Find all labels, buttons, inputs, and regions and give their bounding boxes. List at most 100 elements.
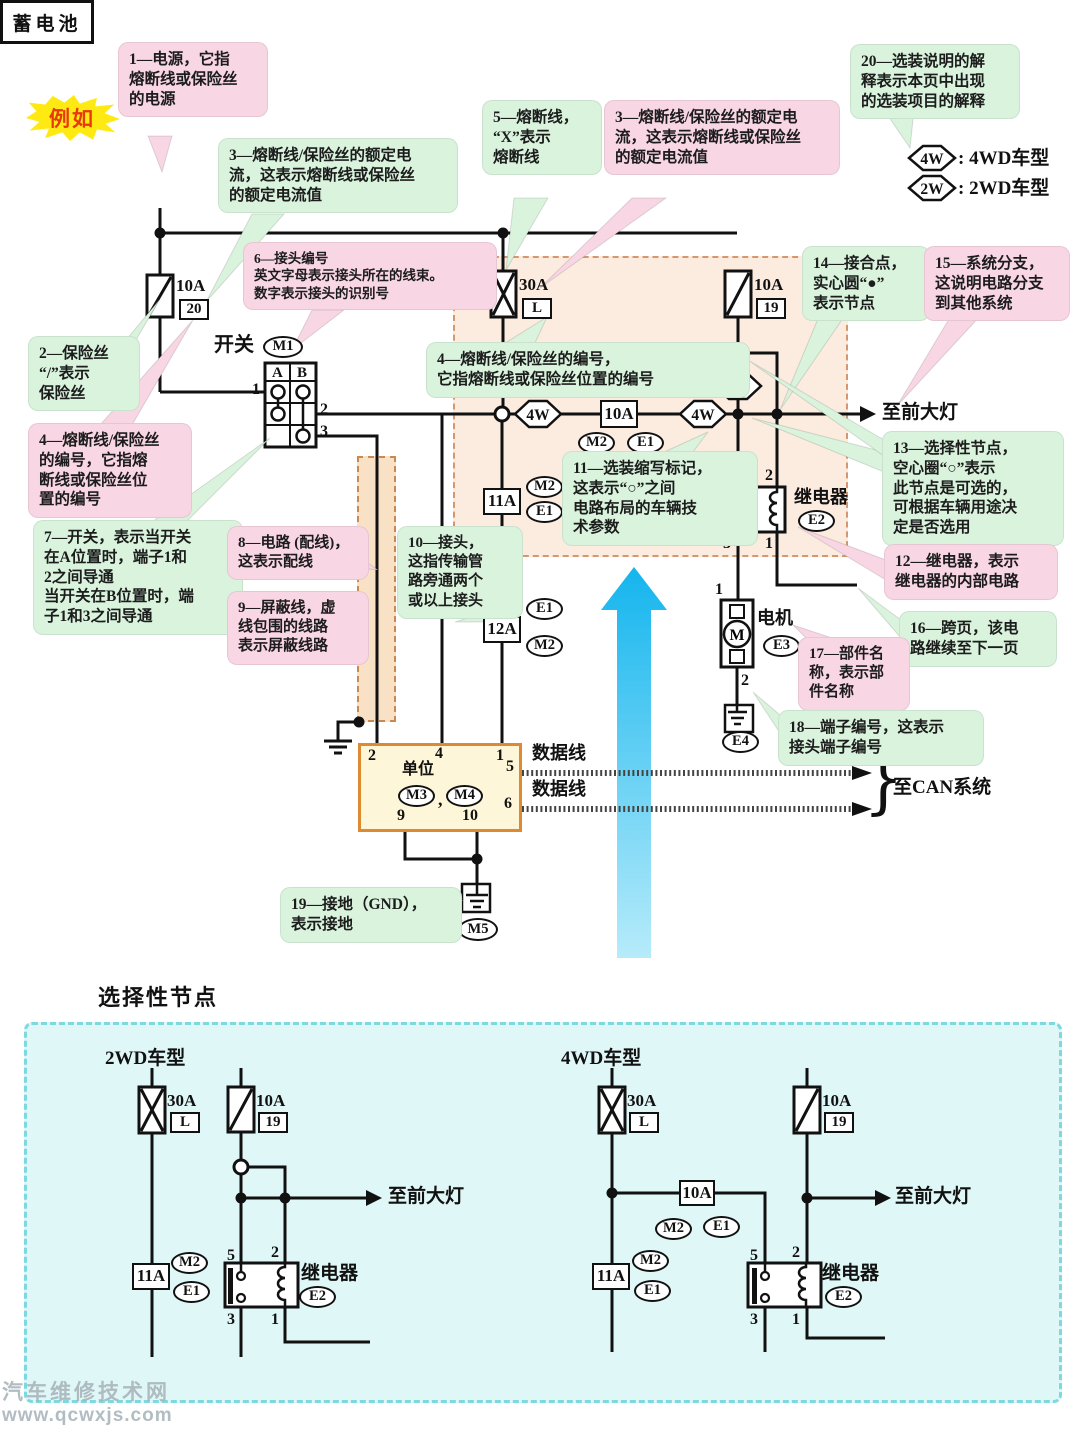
callout-3-rating-mid: 3—熔断线/保险丝的额定电 流，这表示熔断线或保险丝 的额定电流值 bbox=[604, 100, 840, 176]
connector-box-11a: 11A bbox=[592, 1263, 630, 1290]
pin-label: 1 bbox=[252, 381, 260, 398]
pin-label: 2 bbox=[271, 1244, 279, 1261]
example-badge-label: 例如 bbox=[49, 107, 95, 131]
fuse-number-box: 20 bbox=[179, 299, 209, 320]
callout-6-connector-number: 6—接头编号 英文字母表示接头所在的线束。 数字表示接头的识别号 bbox=[243, 242, 497, 310]
callout-20-option-note: 20—选装说明的解 释表示本页中出现 的选装项目的解释 bbox=[850, 44, 1020, 120]
pin-label: 9 bbox=[397, 807, 405, 824]
fuse-number-box: L bbox=[522, 298, 552, 319]
connector-badge: M2 bbox=[526, 476, 563, 498]
callout-2-fuse: 2—保险丝 “/”表示 保险丝 bbox=[28, 336, 140, 412]
unit-box bbox=[358, 743, 522, 832]
motor-label: 电机 bbox=[757, 608, 793, 628]
connector-badge: E1 bbox=[703, 1216, 740, 1238]
fuse-rating-label: 10A bbox=[754, 275, 784, 294]
fuse-rating-label: 30A bbox=[627, 1091, 657, 1110]
callout-15-system-branch: 15—系统分支， 这说明电路分支 到其他系统 bbox=[924, 246, 1070, 322]
unit-label: 单位 bbox=[402, 761, 435, 778]
pin-label: 5 bbox=[506, 758, 514, 775]
to-headlamp-label: 至前大灯 bbox=[895, 1186, 972, 1207]
data-line-label: 数据线 bbox=[532, 779, 586, 799]
watermark-line1: 汽车维修技术网 bbox=[2, 1381, 170, 1404]
callout-17-part-name: 17—部件名 称，表示部 件名称 bbox=[798, 637, 910, 711]
legend-2wd-label: : 2WD车型 bbox=[958, 178, 1050, 199]
fuse-number-box: L bbox=[170, 1112, 200, 1133]
connector-badge: E4 bbox=[722, 731, 759, 753]
connector-badge: E1 bbox=[634, 1280, 671, 1302]
connector-box-12a: 12A bbox=[483, 616, 521, 643]
pin-label: 3 bbox=[320, 423, 328, 440]
switch-label: 开关 bbox=[214, 334, 254, 356]
fuse-rating-label: 10A bbox=[176, 276, 206, 295]
callout-5-fusible-link: 5—熔断线， “X”表示 熔断线 bbox=[482, 100, 602, 176]
pin-label: 2 bbox=[741, 672, 749, 689]
watermark: 汽车维修技术网 www.qcwxjs.com bbox=[2, 1381, 173, 1427]
connector-badge: M3 bbox=[398, 785, 435, 807]
selective-node-panel bbox=[24, 1022, 1062, 1403]
battery-box: 蓄电池 bbox=[0, 0, 94, 44]
callout-3-rating-left: 3—熔断线/保险丝的额定电 流，这表示熔断线或保险丝 的额定电流值 bbox=[218, 138, 458, 214]
connector-badge: E1 bbox=[173, 1281, 210, 1303]
callout-12-relay: 12—继电器，表示 继电器的内部电路 bbox=[884, 544, 1058, 600]
fuse-rating-label: 10A bbox=[822, 1091, 852, 1110]
battery-label: 蓄电池 bbox=[12, 13, 82, 35]
pin-label: 1 bbox=[496, 747, 504, 764]
4wd-heading: 4WD车型 bbox=[561, 1048, 642, 1069]
connector-badge: M2 bbox=[526, 635, 563, 657]
connector-badge-m5: M5 bbox=[458, 918, 498, 941]
legend-4wd-label: : 4WD车型 bbox=[958, 148, 1050, 169]
shielded-wire-box bbox=[357, 456, 396, 722]
switch-col-label: B bbox=[297, 365, 308, 381]
connector-badge: M4 bbox=[446, 785, 483, 807]
callout-11-option-mark: 11—选装缩写标记， 这表示“○”之间 电路布局的车辆技 术参数 bbox=[562, 451, 758, 547]
to-headlamp-label: 至前大灯 bbox=[882, 402, 959, 423]
example-badge: 例如 bbox=[25, 94, 120, 142]
connector-badge: M2 bbox=[655, 1218, 692, 1240]
callout-19-ground: 19—接地（GND）， 表示接地 bbox=[280, 887, 462, 943]
svg-text:M: M bbox=[729, 627, 744, 644]
connector-badge: E2 bbox=[825, 1286, 862, 1308]
pin-label: 6 bbox=[504, 795, 512, 812]
to-headlamp-label: 至前大灯 bbox=[388, 1186, 465, 1207]
svg-text:4W: 4W bbox=[920, 151, 944, 168]
pin-label: 1 bbox=[271, 1311, 279, 1328]
relay-label: 继电器 bbox=[794, 487, 848, 507]
callout-16-next-page: 16—跨页，该电 路继续至下一页 bbox=[899, 611, 1057, 667]
data-line-label: 数据线 bbox=[532, 743, 586, 763]
to-can-label: 至CAN系统 bbox=[893, 777, 992, 798]
connector-badge: M2 bbox=[171, 1252, 208, 1274]
pin-label: 1 bbox=[715, 581, 723, 598]
connector-badge: E1 bbox=[526, 501, 563, 523]
pin-label: 5 bbox=[750, 1247, 758, 1264]
fuse-rating-label: 30A bbox=[167, 1091, 197, 1110]
pin-label: 3 bbox=[750, 1311, 758, 1328]
callout-10-joint: 10—接头， 这指传输管 路旁通两个 或以上接头 bbox=[397, 526, 523, 619]
callout-1-power: 1—电源，它指 熔断线或保险丝 的电源 bbox=[118, 42, 268, 118]
motor-symbol: M bbox=[719, 598, 755, 734]
callout-8-circuit: 8—电路 (配线)， 这表示配线 bbox=[227, 526, 369, 581]
fuse-number-box: 19 bbox=[258, 1112, 288, 1133]
callout-14-junction: 14—接合点， 实心圆“●” 表示节点 bbox=[802, 246, 930, 322]
connector-badge: E2 bbox=[798, 510, 835, 532]
pin-label: 2 bbox=[368, 747, 376, 764]
svg-text:2W: 2W bbox=[920, 181, 944, 198]
callout-18-terminal-number: 18—端子编号，这表示 接头端子编号 bbox=[778, 710, 984, 766]
ground-box bbox=[460, 882, 492, 914]
fuse-number-box: 19 bbox=[756, 298, 786, 319]
2wd-heading: 2WD车型 bbox=[105, 1048, 186, 1069]
connector-badge: M2 bbox=[632, 1250, 669, 1272]
connector-badge: E3 bbox=[763, 635, 800, 657]
connector-badge: E2 bbox=[299, 1286, 336, 1308]
pin-label: 2 bbox=[320, 401, 328, 418]
watermark-line2: www.qcwxjs.com bbox=[2, 1405, 173, 1427]
callout-13-selective-node: 13—选择性节点， 空心圈“○”表示 此节点是可选的， 可根据车辆用途决 定是否… bbox=[882, 431, 1064, 547]
callout-4-fuse-number-left: 4—熔断线/保险丝 的编号，它指熔 断线或保险丝位 置的编号 bbox=[28, 423, 192, 519]
connector-box-11a: 11A bbox=[132, 1263, 170, 1290]
connector-box-11a: 11A bbox=[483, 488, 521, 515]
pin-label: 2 bbox=[792, 1244, 800, 1261]
switch-col-label: A bbox=[272, 365, 283, 381]
pin-label: 4 bbox=[435, 745, 443, 762]
callout-4-fuse-number-mid: 4—熔断线/保险丝的编号， 它指熔断线或保险丝位置的编号 bbox=[426, 342, 750, 398]
fuse-number-box: 19 bbox=[824, 1112, 854, 1133]
